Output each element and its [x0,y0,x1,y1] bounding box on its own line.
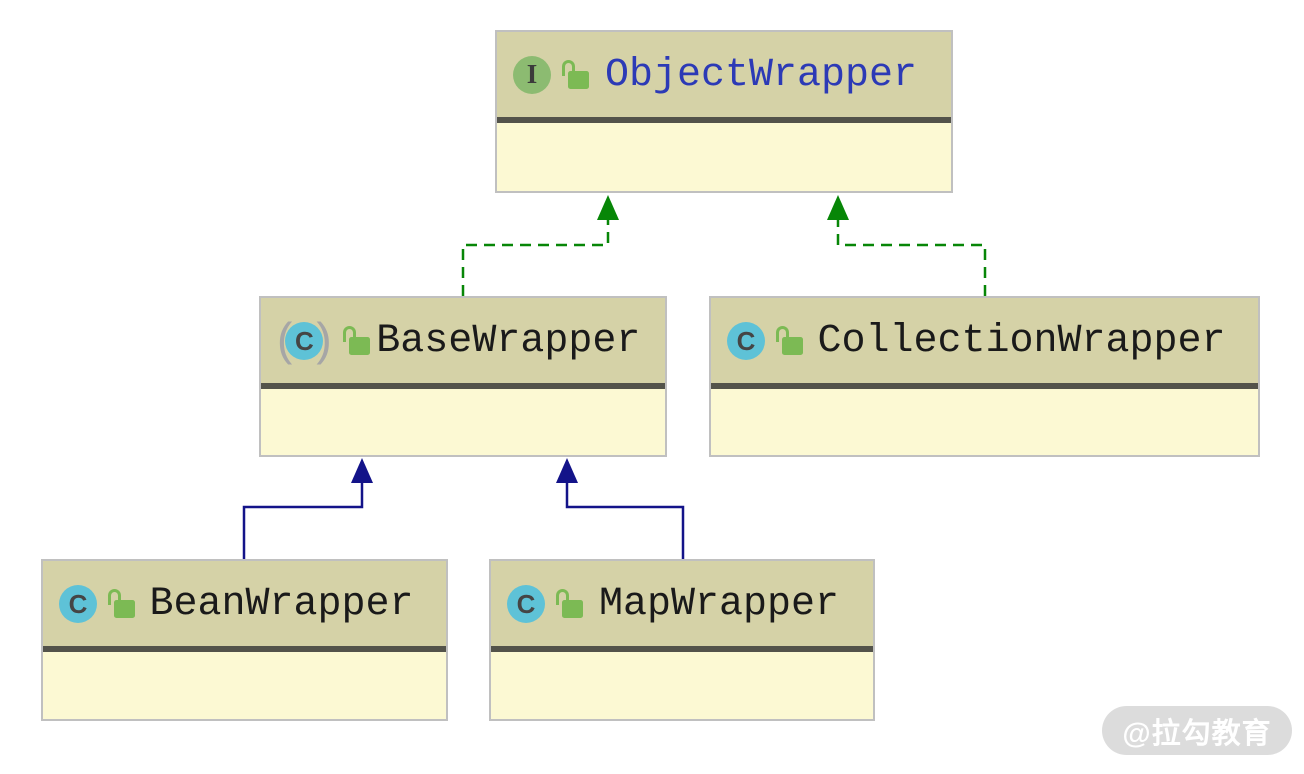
node-header: C CollectionWrapper [711,298,1258,383]
node-separator [711,383,1258,389]
class-node-mapwrapper[interactable]: C MapWrapper [489,559,875,721]
node-header: I ObjectWrapper [497,32,951,117]
class-node-beanwrapper[interactable]: C BeanWrapper [41,559,448,721]
edge-line[interactable] [565,483,685,559]
node-title: CollectionWrapper [817,318,1226,364]
node-title: ObjectWrapper [604,52,918,98]
class-icon: C [727,321,765,360]
realization-edge-basewrapper-objectwrapper[interactable] [461,195,619,296]
class-node-collectionwrapper[interactable]: C CollectionWrapper [709,296,1260,457]
interface-icon: I [513,55,551,94]
node-title: BaseWrapper [376,318,641,364]
watermark-label: @拉勾教育 [1122,717,1272,750]
unlocked-public-icon [556,588,583,619]
node-icons: C [277,320,370,360]
node-members-section [261,389,665,455]
node-members-section [43,652,446,719]
unlocked-public-icon [562,59,589,90]
edge-line[interactable] [242,483,364,559]
node-members-section [711,389,1258,455]
node-icons: C [727,321,803,360]
watermark-badge: @拉勾教育 [1102,706,1292,755]
triangle-arrowhead-icon [351,458,373,483]
node-icons: I [513,55,589,94]
node-members-section [497,123,951,191]
abstract-paren-right-icon [316,320,331,358]
node-separator [261,383,665,389]
class-badge-letter: C [736,325,756,356]
edge-line[interactable] [461,220,610,296]
generalization-edge-mapwrapper-basewrapper[interactable] [556,458,685,559]
edge-line[interactable] [836,220,987,296]
class-icon: C [59,584,97,623]
node-header: C BeanWrapper [43,561,446,646]
abstract-paren-left-icon [277,320,292,358]
hollowless-triangle-arrowhead-icon [597,195,619,220]
node-icons: C [507,584,583,623]
class-badge-letter: C [68,588,88,619]
unlocked-public-icon [776,325,803,356]
realization-edge-collectionwrapper-objectwrapper[interactable] [827,195,987,296]
triangle-arrowhead-icon [556,458,578,483]
node-title: BeanWrapper [149,581,414,627]
class-icon: C [507,584,545,623]
generalization-edge-beanwrapper-basewrapper[interactable] [242,458,373,559]
node-header: C BaseWrapper [261,298,665,383]
class-badge-letter: C [516,588,536,619]
unlocked-public-icon [342,325,370,356]
class-node-objectwrapper[interactable]: I ObjectWrapper [495,30,953,193]
node-separator [491,646,873,652]
hollowless-triangle-arrowhead-icon [827,195,849,220]
class-badge-letter: C [294,325,314,356]
node-separator [497,117,951,123]
node-title: MapWrapper [598,581,840,627]
unlocked-public-icon [108,588,135,619]
class-node-basewrapper[interactable]: C BaseWrapper [259,296,667,457]
node-separator [43,646,446,652]
interface-badge-letter: I [526,59,538,89]
node-icons: C [59,584,135,623]
node-members-section [491,652,873,719]
node-header: C MapWrapper [491,561,873,646]
